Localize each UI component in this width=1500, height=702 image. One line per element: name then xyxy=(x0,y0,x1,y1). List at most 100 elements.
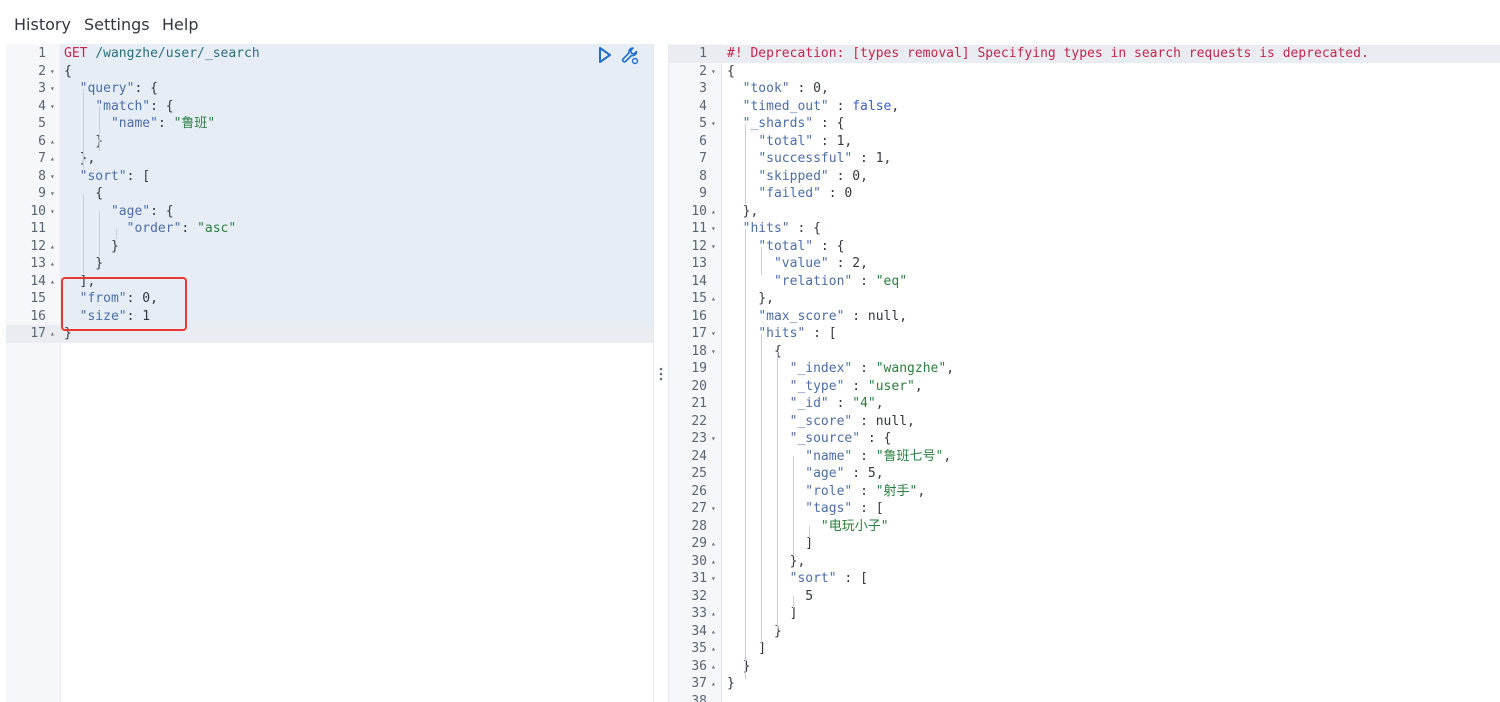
code-line: 3▾ "query": { xyxy=(6,80,653,98)
unfold-arrow-icon[interactable]: ▴ xyxy=(50,259,55,268)
line-number: 5 xyxy=(699,116,707,131)
unfold-arrow-icon[interactable]: ▴ xyxy=(711,609,716,618)
fold-arrow-icon[interactable]: ▾ xyxy=(50,189,55,198)
unfold-arrow-icon[interactable]: ▴ xyxy=(50,154,55,163)
line-number: 10 xyxy=(30,203,46,219)
code-text: "tags" : [ xyxy=(805,501,884,516)
code-text: "total" : { xyxy=(758,238,845,254)
unfold-arrow-icon[interactable]: ▴ xyxy=(711,626,716,636)
fold-arrow-icon[interactable]: ▾ xyxy=(50,206,55,216)
fold-arrow-icon[interactable]: ▾ xyxy=(711,329,716,338)
unfold-arrow-icon[interactable]: ▴ xyxy=(50,241,55,251)
response-gutter xyxy=(669,44,722,702)
code-text: "hits" : { xyxy=(742,221,821,236)
fold-arrow-icon[interactable]: ▾ xyxy=(50,171,55,181)
code-line: 15▴ }, xyxy=(669,290,1500,308)
code-text: } xyxy=(64,238,119,254)
line-number: 3 xyxy=(699,81,707,96)
code-line: 7▴ }, xyxy=(6,150,653,168)
code-text: ] xyxy=(727,641,767,656)
fold-arrow-icon[interactable]: ▾ xyxy=(50,66,55,76)
line-number: 4 xyxy=(38,98,46,114)
code-line: 8 "skipped" : 0, xyxy=(669,168,1500,186)
line-number: 2 xyxy=(38,63,46,79)
line-number: 13 xyxy=(691,256,707,271)
line-number: 2 xyxy=(699,63,707,79)
code-text: "size": 1 xyxy=(79,308,151,324)
line-number: 32 xyxy=(691,588,707,604)
fold-arrow-icon[interactable]: ▾ xyxy=(711,574,716,583)
code-text: "max_score" : null, xyxy=(758,308,908,324)
code-text: "value" : 2, xyxy=(773,256,868,271)
code-line: 31▾ "sort" : [ xyxy=(669,570,1500,588)
play-icon[interactable] xyxy=(598,47,614,65)
fold-arrow-icon[interactable]: ▾ xyxy=(711,346,716,356)
menu-history[interactable]: History xyxy=(14,15,71,34)
code-line: 5 "name": "鲁班" xyxy=(6,115,653,133)
code-line: 25 "age" : 5, xyxy=(669,465,1500,483)
code-line: 6 "total" : 1, xyxy=(669,133,1500,151)
menu-settings[interactable]: Settings xyxy=(84,15,150,34)
code-text: { xyxy=(727,63,735,79)
line-number: 12 xyxy=(30,238,46,254)
unfold-arrow-icon[interactable]: ▴ xyxy=(50,276,55,286)
fold-arrow-icon[interactable]: ▾ xyxy=(50,101,55,111)
code-line: 34▴ } xyxy=(669,623,1500,641)
code-text: "_id" : "4", xyxy=(789,396,884,411)
code-text: } xyxy=(727,676,735,691)
code-line: 13▴ } xyxy=(6,255,653,273)
unfold-arrow-icon[interactable]: ▴ xyxy=(711,294,716,303)
code-text: "failed" : 0 xyxy=(758,186,853,201)
fold-arrow-icon[interactable]: ▾ xyxy=(711,504,716,513)
line-number: 8 xyxy=(38,168,46,184)
code-line: 6▴ } xyxy=(6,133,653,151)
code-line: 11▾ "hits" : { xyxy=(669,220,1500,238)
from-size-highlight-box xyxy=(61,277,187,331)
wrench-icon[interactable] xyxy=(620,46,640,66)
line-number: 38 xyxy=(691,693,707,702)
unfold-arrow-icon[interactable]: ▴ xyxy=(711,556,716,566)
unfold-arrow-icon[interactable]: ▴ xyxy=(711,539,716,548)
fold-arrow-icon[interactable]: ▾ xyxy=(711,119,716,128)
code-text: "total" : 1, xyxy=(758,133,853,149)
fold-arrow-icon[interactable]: ▾ xyxy=(711,241,716,251)
menu-help[interactable]: Help xyxy=(162,15,199,34)
line-number: 17 xyxy=(691,326,707,341)
line-number: 21 xyxy=(691,396,707,411)
line-number: 1 xyxy=(699,46,707,61)
pane-resize-handle[interactable] xyxy=(653,44,669,702)
menu-bar: History Settings Help xyxy=(0,0,1500,44)
request-gutter xyxy=(6,44,61,702)
code-line: 29▴ ] xyxy=(669,535,1500,553)
line-number: 25 xyxy=(691,466,707,481)
unfold-arrow-icon[interactable]: ▴ xyxy=(711,644,716,653)
line-number: 10 xyxy=(691,203,707,219)
fold-arrow-icon[interactable]: ▾ xyxy=(711,66,716,76)
line-number: 4 xyxy=(699,98,707,114)
unfold-arrow-icon[interactable]: ▴ xyxy=(50,136,55,146)
code-text: { xyxy=(64,63,72,79)
unfold-arrow-icon[interactable]: ▴ xyxy=(50,329,55,338)
unfold-arrow-icon[interactable]: ▴ xyxy=(711,206,716,216)
code-line: 24 "name" : "鲁班七号", xyxy=(669,448,1500,466)
unfold-arrow-icon[interactable]: ▴ xyxy=(711,661,716,671)
line-number: 6 xyxy=(699,133,707,149)
unfold-arrow-icon[interactable]: ▴ xyxy=(711,679,716,688)
code-text: 5 xyxy=(805,588,814,604)
fold-arrow-icon[interactable]: ▾ xyxy=(50,84,55,93)
code-text: "name": "鲁班" xyxy=(110,116,216,131)
code-text: { xyxy=(95,186,104,201)
code-text: ] xyxy=(727,536,814,551)
response-viewer[interactable]: 1#! Deprecation: [types removal] Specify… xyxy=(669,44,1500,702)
code-text: "successful" : 1, xyxy=(758,151,892,166)
fold-arrow-icon[interactable]: ▾ xyxy=(711,224,716,233)
line-number: 13 xyxy=(30,256,46,271)
line-number: 19 xyxy=(691,361,707,376)
code-line: 4▾ "match": { xyxy=(6,98,653,116)
fold-arrow-icon[interactable]: ▾ xyxy=(711,434,716,443)
line-number: 18 xyxy=(691,343,707,359)
code-text: }, xyxy=(727,553,806,569)
code-line: 16 "max_score" : null, xyxy=(669,308,1500,326)
